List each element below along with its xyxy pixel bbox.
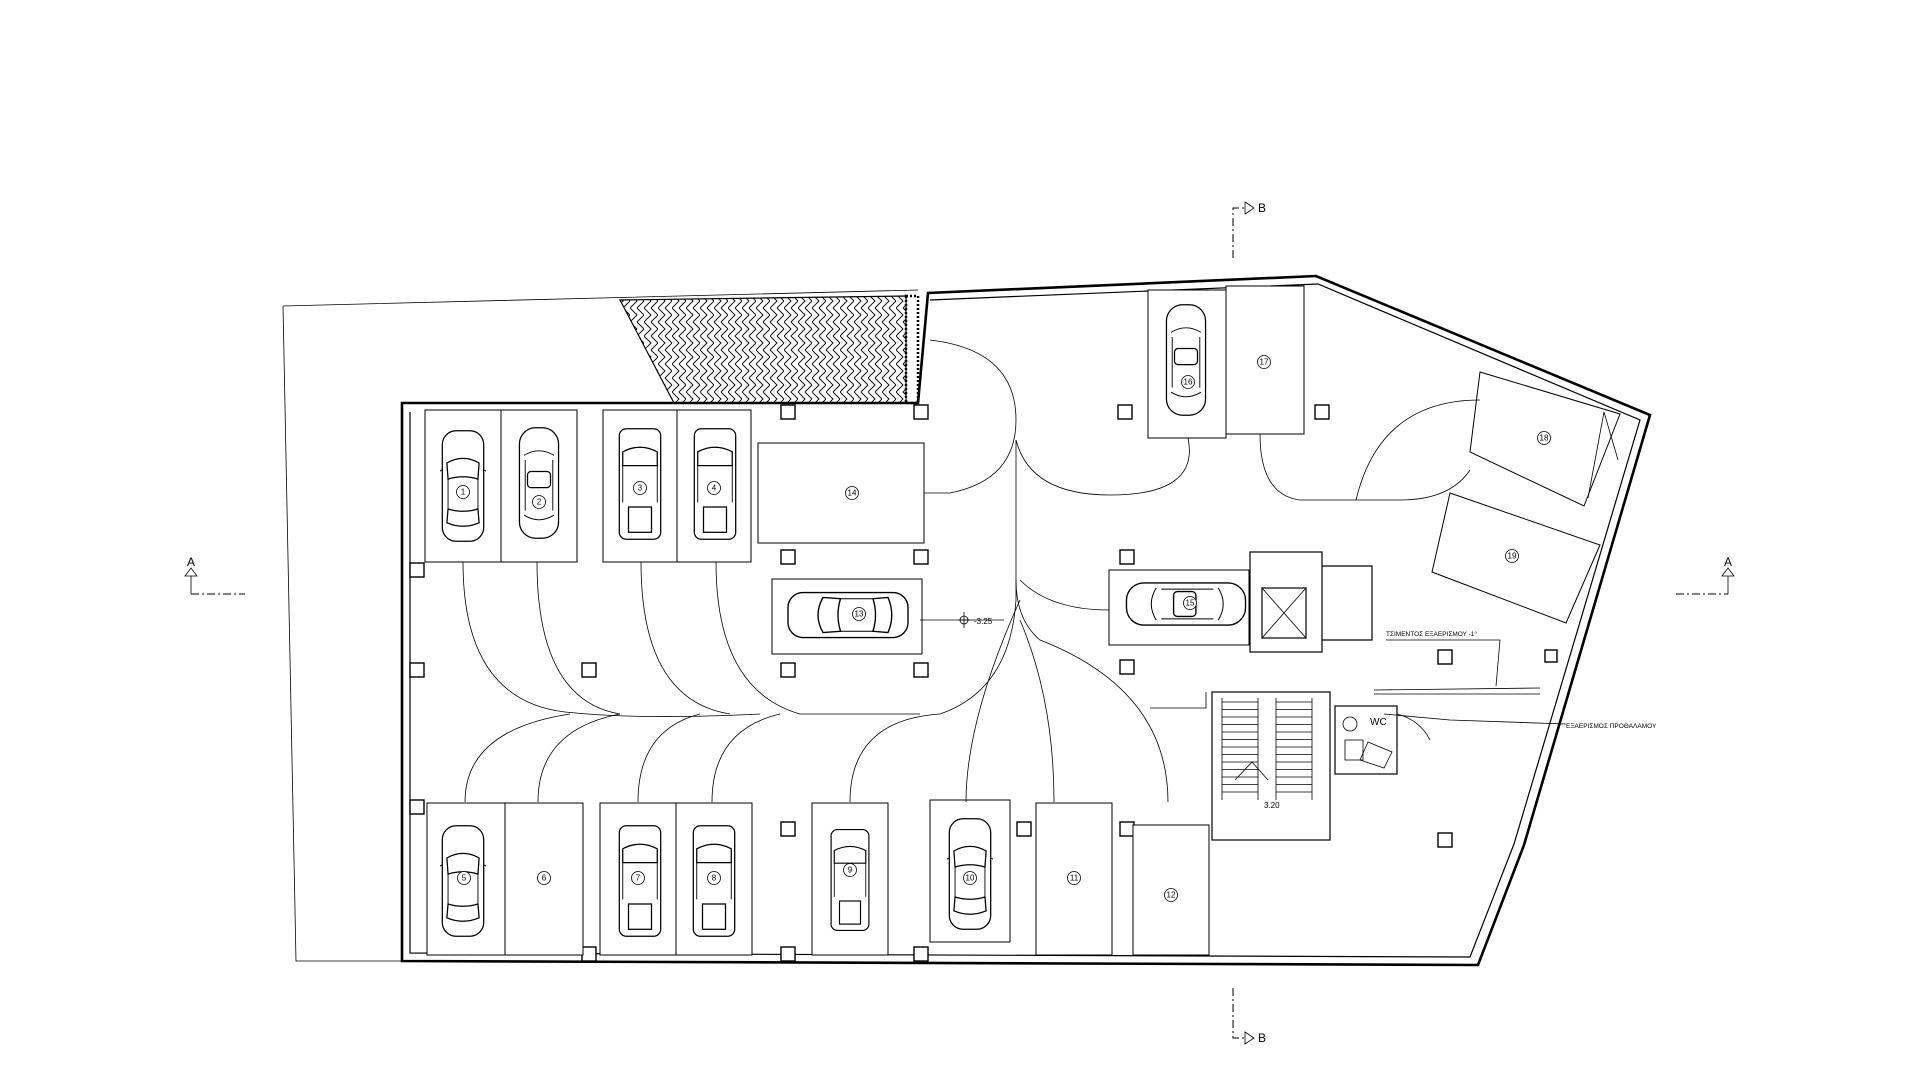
spot-number-10: 10 [966,874,975,883]
spot-number-11: 11 [1070,874,1079,883]
spot-number-2: 2 [537,498,542,507]
spot-number-7: 7 [636,874,641,883]
spot-number-circle [707,871,721,885]
spot-number-circle [537,871,551,885]
spot-number-circle [1067,871,1081,885]
inner-wall [409,283,1641,958]
spot-number-12: 12 [1167,891,1176,900]
stair-elevator-core [1150,551,1373,841]
spot-number-8: 8 [712,874,717,883]
stair-level-label: 3.20 [1264,801,1280,810]
spot-number-13: 13 [855,610,864,619]
spot-number-circle [707,481,721,495]
spot-number-5: 5 [462,874,467,883]
plot-boundary [282,289,919,962]
spot-number-19: 19 [1508,552,1517,561]
spot-number-circle [1181,375,1195,389]
spot-number-circle [1505,549,1519,563]
section-b-bottom: B [1258,1031,1266,1045]
section-markers [184,201,1735,1045]
elevation-marker [920,612,1004,628]
spot-number-16: 16 [1184,378,1193,387]
spot-number-18: 18 [1540,434,1549,443]
spot-number-6: 6 [542,874,547,883]
spot-number-circle [532,495,546,509]
spot-number-circle [1537,431,1551,445]
car-9 [830,828,870,932]
spot-number-circle [1183,596,1197,610]
elevation-label: -3.25 [974,617,993,626]
section-a-right: A [1724,555,1732,569]
car-2 [518,427,560,539]
spot-number-9: 9 [848,866,853,875]
spot-number-3: 3 [638,484,643,493]
spot-number-circle [456,485,470,499]
spot-number-17: 17 [1260,358,1269,367]
note-ventilation-bottom: ΕΞΑΕΡΙΣΜΟΣ ΠΡΟΘΑΛΑΜΟΥ [1566,723,1657,730]
spot-number-circle [631,871,645,885]
spot-number-1: 1 [461,488,466,497]
spot-number-circle [457,871,471,885]
outer-wall [400,274,1652,967]
ramp-hatch [619,295,907,404]
note-ventilation-top: ΤΣΙΜΕΝΤΟΣ ΕΞΑΕΡΙΣΜΟΥ -1° [1386,630,1477,638]
spot-number-4: 4 [712,484,717,493]
leader-bottom [1383,713,1567,725]
spot-number-circle [963,871,977,885]
spot-number-circle [1164,888,1178,902]
spot-number-circle [633,481,647,495]
spot-number-14: 14 [848,489,857,498]
section-a-left: A [187,555,195,569]
car-16 [1165,304,1207,416]
leader-vent [1373,687,1541,695]
wc-label: WC [1370,717,1387,728]
ramp-steps [904,294,920,405]
car-13 [787,591,909,639]
spot-number-circle [1257,355,1271,369]
section-b-top: B [1258,201,1266,215]
spot-number-circle [845,486,859,500]
spot-number-circle [852,607,866,621]
spot-number-circle [843,863,857,877]
leader-top [1386,639,1501,687]
maneuver-arcs [462,339,1481,803]
spot-number-15: 15 [1186,599,1195,608]
structural-columns [409,404,1558,962]
